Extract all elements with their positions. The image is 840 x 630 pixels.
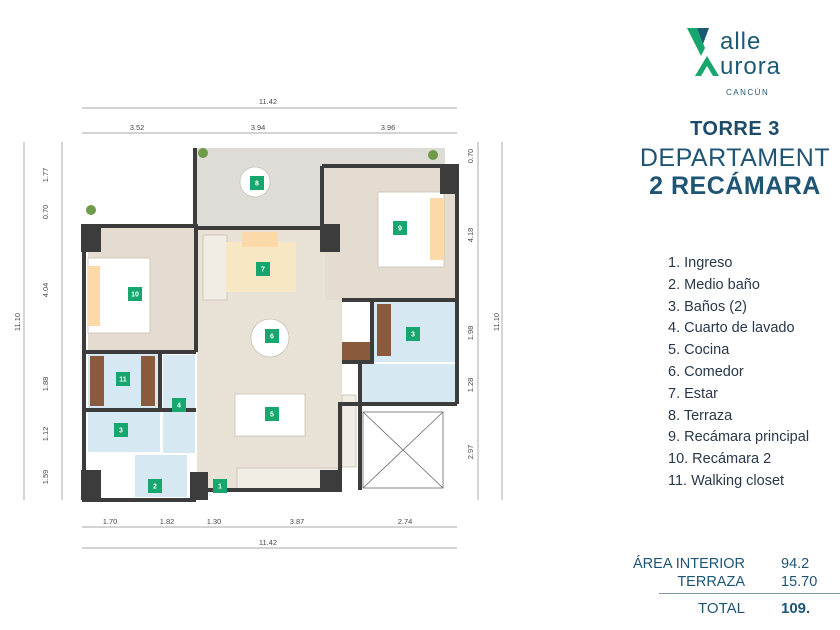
- dim-right-3: 1.98: [466, 326, 475, 341]
- brand-logo: alle urora CANCÚN: [680, 22, 820, 102]
- area-interior-row: ÁREA INTERIOR 94.2: [633, 555, 840, 573]
- dim-left-3: 4.04: [41, 283, 50, 298]
- dim-bottom-3: 1.30: [207, 517, 222, 526]
- bath-b-vanity: [377, 304, 391, 356]
- area-terrace-value: 15.70: [781, 574, 818, 590]
- unit-type-title: DEPARTAMENT: [639, 144, 831, 172]
- wall-columns: [81, 166, 457, 500]
- legend-item: 8. Terraza: [668, 407, 733, 424]
- legend-item: 4. Cuarto de lavado: [668, 320, 795, 337]
- bedrooms-title: 2 RECÁMARA: [649, 172, 821, 200]
- dim-left-total: 11.10: [13, 313, 22, 331]
- area-interior-label: ÁREA INTERIOR: [633, 556, 745, 572]
- brand-city: CANCÚN: [726, 88, 770, 97]
- legend-item: 9. Recámara principal: [668, 429, 810, 446]
- room-number: 3: [411, 332, 415, 339]
- dim-top-total: 11.42: [259, 97, 277, 106]
- room-badge: [250, 176, 264, 190]
- room-number: 6: [270, 334, 274, 341]
- dim-bottom-total: 11.42: [259, 538, 277, 547]
- room-number: 8: [255, 181, 259, 188]
- dim-left-2: 0.70: [41, 205, 50, 220]
- legend-item: 3. Baños (2): [668, 298, 747, 315]
- room-badge: [148, 479, 162, 493]
- room-legend: 1. Ingreso 2. Medio baño 3. Baños (2) 4.…: [668, 253, 809, 493]
- dim-top-1: 3.52: [130, 123, 145, 132]
- area-divider: [659, 593, 840, 594]
- legend-item: 7. Estar: [668, 385, 718, 402]
- dim-right-1: 0.70: [466, 149, 475, 164]
- area-total-row: TOTAL 109.: [655, 599, 840, 619]
- room-badge: [172, 398, 186, 412]
- dim-top-2: 3.94: [251, 123, 266, 132]
- room-badge: [265, 329, 279, 343]
- tower-title: TORRE 3: [690, 118, 780, 140]
- dimension-lines: [23, 107, 503, 549]
- closet-right: [141, 356, 155, 406]
- dim-right-2: 4.18: [466, 228, 475, 243]
- master-bed-pillow: [430, 198, 444, 260]
- armchair: [242, 232, 278, 247]
- room-number: 7: [261, 267, 265, 274]
- dim-right-5: 2.97: [466, 445, 475, 460]
- dim-right-4: 1.28: [466, 378, 475, 393]
- dim-left-6: 1.59: [41, 470, 50, 485]
- area-total-value: 109.: [781, 600, 811, 617]
- legend-item: 11. Walking closet: [668, 472, 785, 489]
- legend-item: 10. Recámara 2: [668, 451, 772, 468]
- dim-bottom-1: 1.70: [103, 517, 118, 526]
- kitchen-cabinet: [342, 342, 370, 362]
- dim-left-5: 1.12: [41, 427, 50, 442]
- room-number: 11: [119, 377, 127, 384]
- dim-top-3: 3.96: [381, 123, 396, 132]
- area-terrace-row: TERRAZA 15.70: [655, 573, 840, 591]
- room-badge: [406, 327, 420, 341]
- area-summary: ÁREA INTERIOR 94.2 TERRAZA 15.70 TOTAL 1…: [633, 555, 840, 617]
- legend-item: 6. Comedor: [668, 363, 744, 380]
- room-badges: 1 2 3 3 4 5 6 7 8 9 10 11: [114, 176, 420, 493]
- room-number: 2: [153, 484, 157, 491]
- room-badge: [393, 221, 407, 235]
- floor-plan: 1 2 3 3 4 5 6 7 8 9 10 11 11.42 3.52 3.94 3.96 1.70…: [13, 97, 503, 549]
- stairwell-cross-b: [362, 411, 444, 489]
- dim-right-total: 11.10: [492, 313, 501, 331]
- room-badge: [256, 262, 270, 276]
- bed-2-pillow: [88, 266, 100, 326]
- room-badge: [128, 287, 142, 301]
- area-total-label: TOTAL: [698, 600, 745, 617]
- dim-bottom-2: 1.82: [160, 517, 175, 526]
- room-badge: [213, 479, 227, 493]
- sofa: [202, 234, 228, 301]
- brand-line-2: urora: [720, 53, 782, 80]
- legend-item: 2. Medio baño: [668, 276, 760, 293]
- room-badge: [114, 423, 128, 437]
- mountain-logo-icon: [687, 28, 719, 76]
- area-terrace-label: TERRAZA: [677, 574, 745, 590]
- room-badge: [265, 407, 279, 421]
- room-number: 3: [119, 428, 123, 435]
- dim-left-1: 1.77: [41, 168, 50, 183]
- title-block: TORRE 3 DEPARTAMENT 2 RECÁMARA: [630, 118, 840, 201]
- plant-left: [86, 205, 96, 215]
- room-number: 9: [398, 226, 402, 233]
- plant-right: [428, 150, 438, 160]
- legend-item: 5. Cocina: [668, 342, 730, 359]
- room-number: 5: [270, 412, 274, 419]
- room-number: 10: [131, 292, 139, 299]
- dim-bottom-4: 3.87: [290, 517, 305, 526]
- brand-line-1: alle: [720, 28, 762, 55]
- dim-left-4: 1.88: [41, 377, 50, 392]
- bath-b-lower-floor: [362, 364, 457, 404]
- room-badge: [116, 372, 130, 386]
- plant-top: [198, 148, 208, 158]
- dim-bottom-5: 2.74: [398, 517, 413, 526]
- area-interior-value: 94.2: [781, 556, 810, 572]
- closet-left: [90, 356, 104, 406]
- room-number: 1: [218, 484, 222, 491]
- legend-item: 1. Ingreso: [668, 255, 733, 271]
- room-number: 4: [177, 403, 181, 410]
